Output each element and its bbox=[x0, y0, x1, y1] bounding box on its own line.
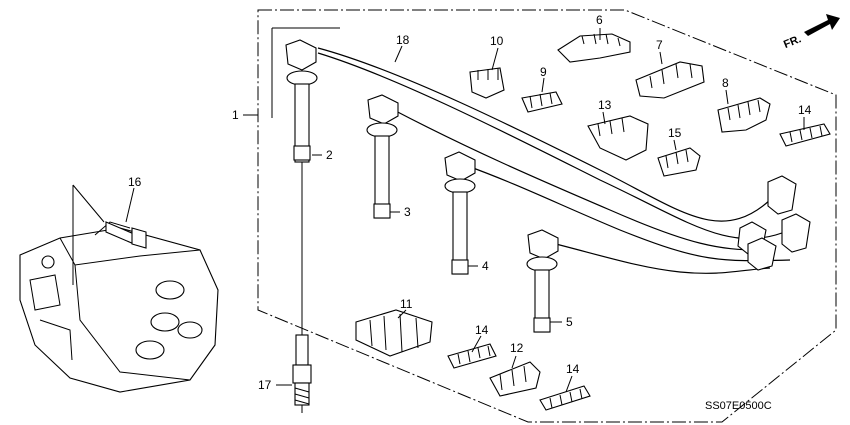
callout-14-mid: 14 bbox=[475, 323, 489, 337]
holder-14-mid bbox=[447, 343, 497, 369]
callout-12: 12 bbox=[510, 341, 524, 355]
callout-16: 16 bbox=[128, 175, 142, 189]
callout-11: 11 bbox=[400, 297, 413, 311]
inner-boundary bbox=[271, 27, 340, 118]
callout-14-bottom: 14 bbox=[566, 362, 580, 376]
callout-8: 8 bbox=[722, 76, 729, 90]
forward-arrow-icon bbox=[804, 14, 840, 36]
callout-2: 2 bbox=[326, 148, 333, 162]
holder-14-bottom bbox=[539, 385, 591, 411]
callout-6: 6 bbox=[596, 13, 603, 27]
holder-7 bbox=[635, 61, 705, 99]
holder-15 bbox=[657, 147, 701, 177]
holder-12 bbox=[489, 361, 541, 397]
distributor-illustration bbox=[19, 221, 219, 393]
direction-label: FR. bbox=[782, 33, 803, 51]
spark-plug-17 bbox=[292, 334, 312, 413]
plug-boot-5 bbox=[526, 229, 559, 333]
holder-8 bbox=[717, 97, 771, 133]
callout-7: 7 bbox=[656, 38, 663, 52]
holder-14-top bbox=[779, 123, 831, 147]
holder-11 bbox=[355, 309, 433, 357]
bolt-16 bbox=[105, 221, 147, 249]
leader-lines bbox=[125, 28, 805, 393]
plug-boot-2 bbox=[285, 39, 318, 163]
coil-boots bbox=[737, 175, 811, 271]
holder-6 bbox=[557, 33, 631, 63]
plug-boot-3 bbox=[366, 94, 399, 219]
wire-bundle-18 bbox=[317, 47, 791, 274]
callout-3: 3 bbox=[404, 205, 411, 219]
callout-15: 15 bbox=[668, 126, 682, 140]
holder-13 bbox=[587, 115, 649, 161]
callout-5: 5 bbox=[566, 315, 573, 329]
callout-10: 10 bbox=[490, 34, 504, 48]
assembly-boundary bbox=[257, 9, 837, 423]
diagram-code: SS07E0500C bbox=[705, 400, 772, 412]
holder-10 bbox=[469, 67, 505, 99]
callout-14-top: 14 bbox=[798, 103, 812, 117]
callout-17: 17 bbox=[258, 378, 272, 392]
callout-18: 18 bbox=[396, 33, 410, 47]
plug-boot-4 bbox=[444, 151, 476, 275]
callout-4: 4 bbox=[482, 259, 489, 273]
callout-9: 9 bbox=[540, 65, 547, 79]
callout-1: 1 bbox=[232, 108, 239, 122]
holder-9 bbox=[521, 91, 563, 113]
callout-13: 13 bbox=[598, 98, 612, 112]
